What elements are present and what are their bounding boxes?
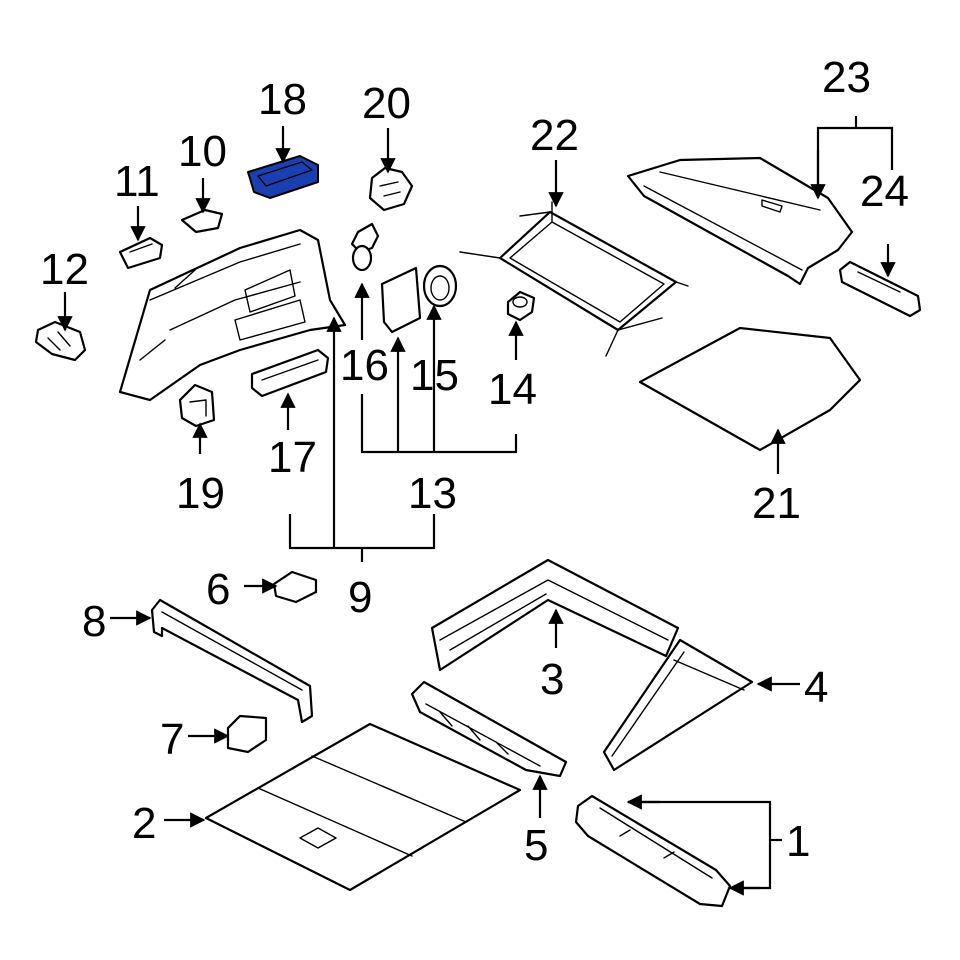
- part-16-cover[interactable]: [380, 266, 422, 334]
- callout-11: 11: [114, 157, 160, 206]
- part-4-side-sill[interactable]: [602, 638, 754, 772]
- callout-16: 16: [340, 341, 389, 390]
- callout-6: 6: [206, 565, 230, 614]
- callout-10: 10: [178, 127, 227, 176]
- part-18-highlight: [247, 155, 319, 199]
- part-2-floor-panel[interactable]: [204, 722, 522, 892]
- part-8-rail[interactable]: [150, 598, 314, 724]
- callout-4: 4: [804, 663, 828, 712]
- callout-23: 23: [822, 53, 871, 102]
- callout-12: 12: [40, 245, 89, 294]
- part-22-cargo-net[interactable]: [459, 201, 689, 357]
- part-1-sill-plate[interactable]: [574, 794, 732, 908]
- callout-8: 8: [82, 597, 106, 646]
- callout-7: 7: [160, 715, 184, 764]
- part-21-floor-mat[interactable]: [638, 326, 862, 452]
- part-16-pin[interactable]: [350, 222, 380, 272]
- part-7-block[interactable]: [226, 714, 268, 754]
- part-14-clip[interactable]: [506, 290, 536, 322]
- callout-22: 22: [530, 111, 579, 160]
- callout-5: 5: [524, 821, 548, 870]
- part-3-floor-surround[interactable]: [430, 558, 680, 672]
- callout-1: 1: [786, 817, 810, 866]
- callout-3: 3: [540, 655, 564, 704]
- part-15-grille[interactable]: [422, 264, 458, 308]
- callout-13: 13: [408, 469, 457, 518]
- callout-9: 9: [348, 573, 372, 622]
- callout-18: 18: [258, 75, 307, 124]
- callouts: 1 2 3 4 5 6 7 8 9 10 11 12 13 14 15 16 1…: [40, 53, 909, 870]
- part-20-clip[interactable]: [368, 166, 414, 212]
- part-18-storage-tray[interactable]: [247, 155, 319, 199]
- callout-14: 14: [488, 365, 537, 414]
- leader-lines: [57, 116, 896, 896]
- part-12-clip[interactable]: [34, 320, 87, 362]
- callout-19: 19: [176, 469, 225, 518]
- part-11-bracket[interactable]: [118, 236, 164, 270]
- part-19-hook[interactable]: [178, 383, 216, 428]
- callout-2: 2: [132, 799, 156, 848]
- part-6-pad[interactable]: [272, 570, 318, 604]
- callout-21: 21: [752, 479, 801, 528]
- callout-17: 17: [268, 433, 317, 482]
- part-24-bracket[interactable]: [838, 260, 922, 318]
- callout-15: 15: [410, 351, 459, 400]
- part-9-quarter-trim-panel[interactable]: [118, 228, 347, 402]
- part-10-pad[interactable]: [180, 208, 224, 234]
- part-23-cargo-cover[interactable]: [626, 156, 854, 286]
- callout-20: 20: [362, 79, 411, 128]
- callout-24: 24: [860, 167, 909, 216]
- part-17-tray[interactable]: [250, 348, 330, 398]
- part-5-cross-member[interactable]: [410, 680, 568, 778]
